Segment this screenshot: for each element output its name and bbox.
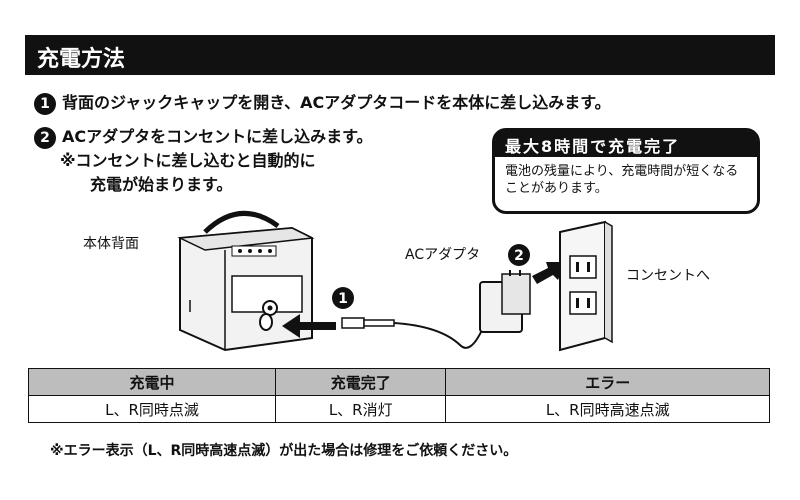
charging-status-table: 充電中 充電完了 エラー L、R同時点滅 L、R消灯 L、R同時高速点滅	[28, 368, 770, 423]
callout-body: 電池の残量により、充電時間が短くなることがあります。	[505, 164, 739, 196]
step-2-number-badge: 2	[34, 126, 56, 149]
section-title-bar: 充電方法	[25, 35, 775, 75]
step-2-note-line2: 充電が始まります。	[90, 175, 233, 194]
label-ac-adapter: ACアダプタ	[405, 247, 481, 263]
marker-2-text: 2	[514, 248, 524, 264]
header-charging: 充電中	[28, 368, 276, 396]
callout-title: 最大8時間で充電完了	[505, 137, 681, 156]
cell-charging: L、R同時点滅	[28, 395, 276, 423]
status-table-row: L、R同時点滅 L、R消灯 L、R同時高速点滅	[28, 395, 770, 423]
cell-charge-complete: L、R消灯	[274, 395, 447, 423]
step-2: 2 ACアダプタをコンセントに差し込みます。	[34, 126, 373, 149]
callout-header: 最大8時間で充電完了	[495, 131, 757, 157]
error-footnote: ※エラー表示（L、R同時高速点滅）が出た場合は修理をご依頼ください。	[50, 443, 518, 459]
step-1-number-badge: 1	[34, 92, 56, 115]
wall-outlet-illustration	[559, 220, 613, 352]
ac-adapter-illustration	[479, 270, 531, 333]
charging-diagram: 1 2	[177, 211, 613, 352]
step-1-text: 背面のジャックキャップを開き、ACアダプタコードを本体に差し込みます。	[62, 93, 611, 112]
step-2-note-line1: ※コンセントに差し込むと自動的に	[60, 151, 316, 170]
step-2-text: ACアダプタをコンセントに差し込みます。	[62, 127, 373, 146]
marker-2-badge	[508, 244, 530, 266]
header-charge-complete: 充電完了	[274, 368, 447, 396]
section-title: 充電方法	[37, 47, 126, 72]
marker-1-text: 1	[338, 291, 348, 307]
device-illustration	[177, 211, 315, 352]
step-1: 1 背面のジャックキャップを開き、ACアダプタコードを本体に差し込みます。	[34, 92, 611, 115]
label-to-outlet: コンセントへ	[626, 268, 710, 284]
charge-time-callout: 最大8時間で充電完了 電池の残量により、充電時間が短くなることがあります。	[492, 128, 760, 214]
status-table-header-row: 充電中 充電完了 エラー	[28, 368, 770, 396]
insert-arrow-2	[532, 262, 566, 284]
label-device-back: 本体背面	[83, 236, 139, 252]
header-error: エラー	[445, 368, 770, 396]
cell-error: L、R同時高速点滅	[445, 395, 770, 423]
insert-arrow-1	[282, 314, 336, 338]
marker-1-badge	[332, 287, 354, 309]
adapter-plug	[341, 311, 497, 349]
